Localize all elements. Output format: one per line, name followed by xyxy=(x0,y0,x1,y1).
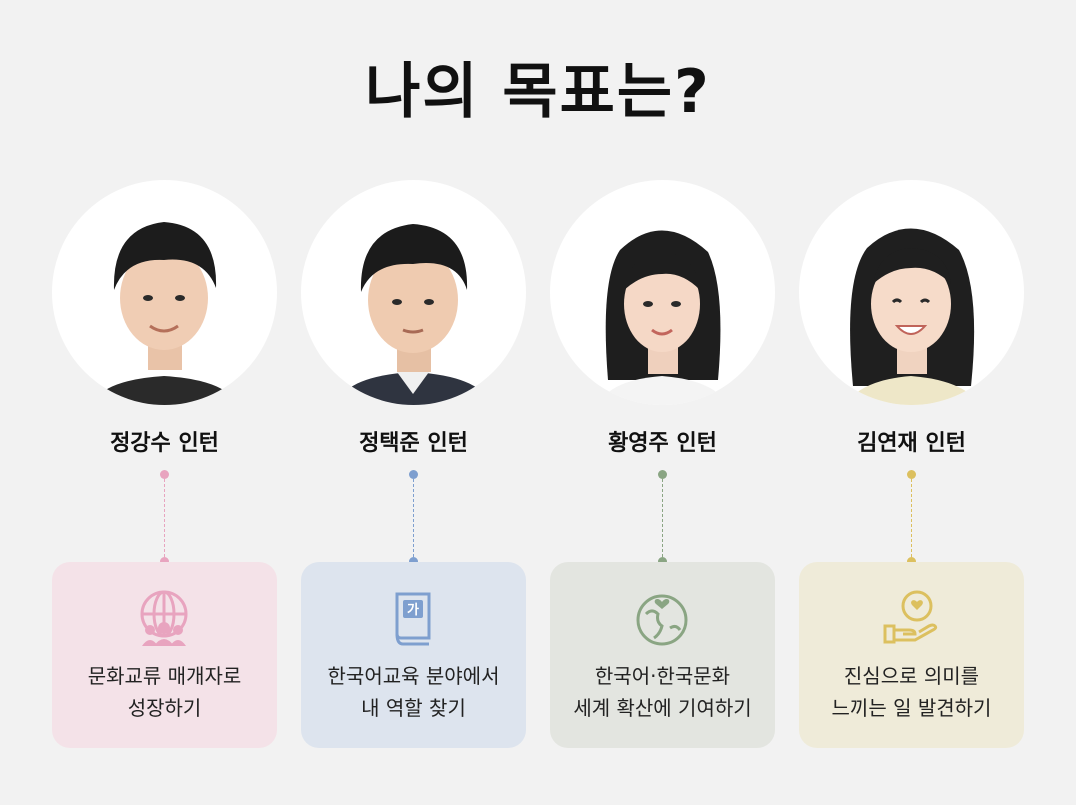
goal-card-1: 문화교류 매개자로 성장하기 xyxy=(52,562,277,748)
intern-name-3: 황영주 인턴 xyxy=(608,431,717,456)
goal-text-1: 문화교류 매개자로 성장하기 xyxy=(52,660,277,724)
connector-2 xyxy=(409,470,418,566)
avatar-intern-3 xyxy=(550,180,775,405)
connector-line xyxy=(662,479,663,557)
goal-text-2: 한국어교육 분야에서 내 역할 찾기 xyxy=(301,660,526,724)
goal-card-2: 가 한국어교육 분야에서 내 역할 찾기 xyxy=(301,562,526,748)
portrait-intern-4 xyxy=(845,228,981,405)
connector-3 xyxy=(658,470,667,566)
goal-card-4: 진심으로 의미를 느끼는 일 발견하기 xyxy=(799,562,1024,748)
portrait-intern-3 xyxy=(598,230,728,405)
intern-name-2: 정택준 인턴 xyxy=(359,431,468,456)
intern-column-4: 김연재 인턴 진심으로 의미를 느끼는 일 발견하기 xyxy=(799,180,1024,750)
goal-text-3: 한국어·한국문화 세계 확산에 기여하기 xyxy=(550,660,775,724)
connector-1 xyxy=(160,470,169,566)
avatar-intern-1 xyxy=(52,180,277,405)
goal-line: 성장하기 xyxy=(127,696,202,720)
avatar-intern-4 xyxy=(799,180,1024,405)
goal-line: 세계 확산에 기여하기 xyxy=(573,696,752,720)
portrait-intern-1 xyxy=(92,222,237,405)
connector-dot-top xyxy=(160,470,169,479)
connector-dot-top xyxy=(658,470,667,479)
goal-line: 진심으로 의미를 xyxy=(843,664,980,688)
connector-dot-top xyxy=(907,470,916,479)
svg-text:가: 가 xyxy=(407,603,419,618)
goal-line: 느끼는 일 발견하기 xyxy=(831,696,992,720)
connector-dot-bottom xyxy=(160,557,169,566)
intern-column-3: 황영주 인턴 한국어·한국문화 세계 확산에 기여하기 xyxy=(550,180,775,750)
connector-dot-bottom xyxy=(658,557,667,566)
connector-line xyxy=(164,479,165,557)
connector-line xyxy=(413,479,414,557)
globe-people-icon xyxy=(134,588,194,648)
intern-column-1: 정강수 인턴 문화교류 매개자로 성장하기 xyxy=(52,180,277,750)
connector-4 xyxy=(907,470,916,566)
intern-name-1: 정강수 인턴 xyxy=(110,431,219,456)
korean-book-icon: 가 xyxy=(383,588,443,648)
connector-dot-bottom xyxy=(907,557,916,566)
goal-line: 한국어교육 분야에서 xyxy=(327,664,500,688)
connector-dot-top xyxy=(409,470,418,479)
goal-line: 문화교류 매개자로 xyxy=(87,664,242,688)
goal-line: 한국어·한국문화 xyxy=(594,664,731,688)
intern-name-4: 김연재 인턴 xyxy=(857,431,966,456)
portrait-intern-2 xyxy=(337,224,491,405)
goal-card-3: 한국어·한국문화 세계 확산에 기여하기 xyxy=(550,562,775,748)
goal-text-4: 진심으로 의미를 느끼는 일 발견하기 xyxy=(799,660,1024,724)
goal-line: 내 역할 찾기 xyxy=(361,696,466,720)
avatar-intern-2 xyxy=(301,180,526,405)
connector-line xyxy=(911,479,912,557)
page-title: 나의 목표는? xyxy=(365,57,711,127)
hand-heart-icon xyxy=(881,588,941,648)
connector-dot-bottom xyxy=(409,557,418,566)
intern-column-2: 정택준 인턴 가 한국어교육 분야에서 내 역할 찾기 xyxy=(301,180,526,750)
earth-heart-icon xyxy=(632,588,692,648)
